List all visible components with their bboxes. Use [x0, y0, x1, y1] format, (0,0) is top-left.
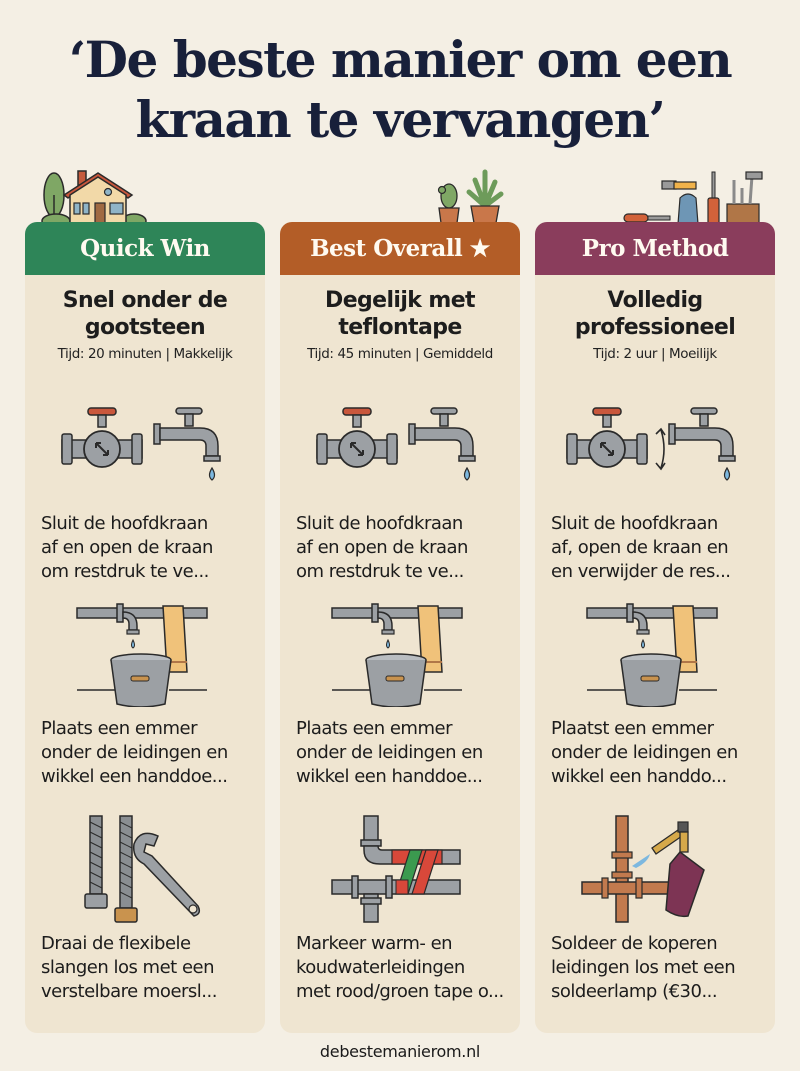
valve-and-faucet-icon: [316, 407, 476, 481]
card-title-line: gootsteen: [84, 315, 206, 340]
card-title-line: teflontape: [338, 315, 462, 340]
step-text-line: Soldeer de koperen: [551, 933, 718, 954]
valve-and-faucet-icon: [61, 407, 221, 481]
step-text-line: Plaatst een emmer: [551, 718, 714, 739]
badge-label: Pro Method: [581, 235, 729, 262]
step-text-line: onder de leidingen en: [296, 742, 483, 763]
step-text-line: Markeer warm- en: [296, 933, 453, 954]
card-title: Volledig professioneel: [535, 287, 775, 341]
step-text-line: Draai de flexibele: [41, 933, 191, 954]
step-text-line: Plaats een emmer: [296, 718, 452, 739]
method-card-pro-method: Pro Method Volledig professioneel Tijd: …: [535, 222, 775, 1033]
step-text-line: verstelbare moersl...: [41, 981, 217, 1002]
step-text-line: onder de leidingen en: [41, 742, 228, 763]
step-text-line: met rood/groen tape o...: [296, 981, 504, 1002]
step-text-line: koudwaterleidingen: [296, 957, 465, 978]
valve-faucet-arrow-icon: [566, 407, 736, 481]
step-text-line: en verwijder de res...: [551, 561, 731, 582]
method-card-best-overall: Best Overall ★ Degelijk met teflontape T…: [280, 222, 520, 1033]
blowtorch-copper-pipe-icon: [581, 815, 705, 923]
page-title: ‘De beste manier om een kraan te vervang…: [0, 30, 800, 150]
step-text-line: af, open de kraan en: [551, 537, 729, 558]
step-text-line: om restdruk te ve...: [296, 561, 464, 582]
card-title: Snel onder de gootsteen: [25, 287, 265, 341]
step-text-line: Sluit de hoofdkraan: [551, 513, 718, 534]
badge-quick-win: Quick Win: [25, 222, 265, 275]
badge-label: Quick Win: [80, 235, 210, 262]
method-card-quick-win: Quick Win Snel onder de gootsteen Tijd: …: [25, 222, 265, 1033]
card-meta: Tijd: 45 minuten | Gemiddeld: [307, 346, 493, 362]
step-text-line: wikkel een handdoe...: [41, 766, 228, 787]
card-title-line: Volledig: [607, 288, 703, 313]
card-title: Degelijk met teflontape: [280, 287, 520, 341]
step-text-line: soldeerlamp (€30...: [551, 981, 718, 1002]
footer-url: debestemanierom.nl: [319, 1042, 481, 1061]
badge-label: Best Overall ★: [310, 235, 490, 262]
card-title-line: Snel onder de: [62, 288, 228, 313]
badge-pro-method: Pro Method: [535, 222, 775, 275]
title-line-2: kraan te vervangen’: [135, 90, 666, 149]
step-text-line: Sluit de hoofdkraan: [41, 513, 208, 534]
step-text-line: om restdruk te ve...: [41, 561, 209, 582]
tools-icon: [623, 171, 763, 224]
card-meta: Tijd: 2 uur | Moeilijk: [593, 346, 717, 362]
house-icon: [41, 170, 147, 225]
step-text-line: leidingen los met een: [551, 957, 736, 978]
step-text-line: wikkel een handdo...: [551, 766, 727, 787]
step-text-line: Plaats een emmer: [41, 718, 197, 739]
card-meta: Tijd: 20 minuten | Makkelijk: [57, 346, 233, 362]
bucket-under-pipe-icon: [586, 603, 718, 707]
step-text-line: af en open de kraan: [296, 537, 468, 558]
potted-plants-icon: [437, 169, 504, 224]
bucket-under-pipe-icon: [331, 603, 463, 707]
step-text-line: wikkel een handdoe...: [296, 766, 483, 787]
step-text-line: onder de leidingen en: [551, 742, 738, 763]
step-text-line: Sluit de hoofdkraan: [296, 513, 463, 534]
bucket-under-pipe-icon: [76, 603, 208, 707]
card-title-line: professioneel: [574, 315, 736, 340]
badge-best-overall: Best Overall ★: [280, 222, 520, 275]
card-title-line: Degelijk met: [325, 288, 476, 313]
flex-hose-wrench-icon: [84, 815, 201, 923]
title-line-1: ‘De beste manier om een: [68, 30, 733, 89]
step-text-line: slangen los met een: [41, 957, 215, 978]
taped-pipes-icon: [331, 815, 461, 923]
step-text-line: af en open de kraan: [41, 537, 213, 558]
